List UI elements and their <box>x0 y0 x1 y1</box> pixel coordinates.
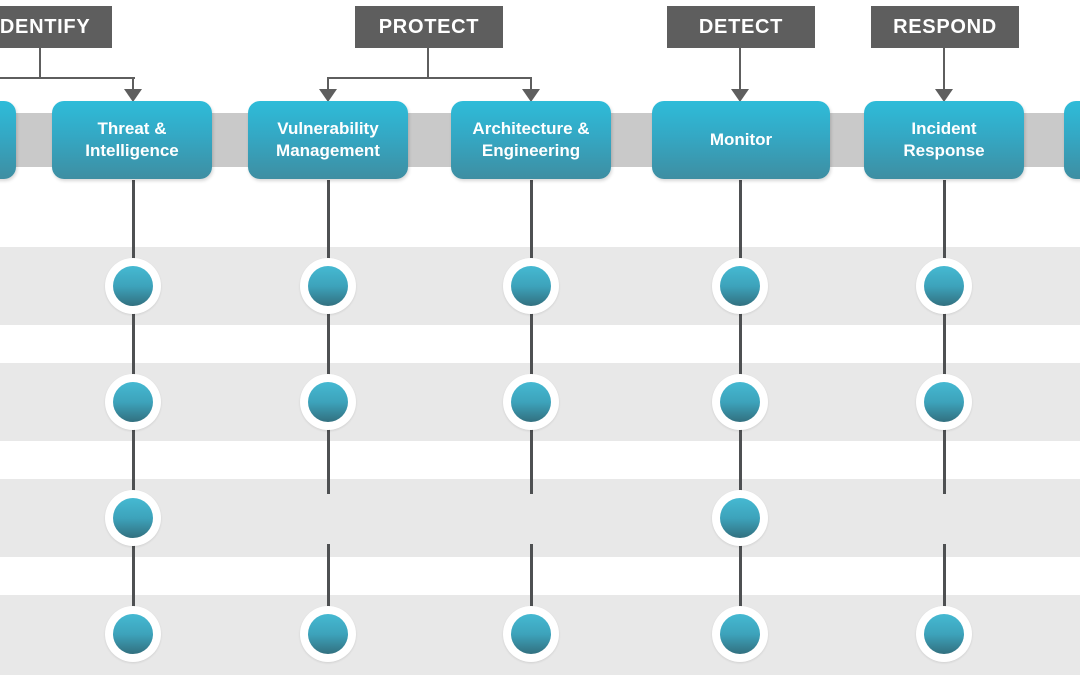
column-rail-segment <box>530 312 533 378</box>
column-rail-segment <box>739 428 742 494</box>
milestone-dot[interactable] <box>712 258 768 314</box>
function-box-label: Architecture & Engineering <box>472 118 589 162</box>
connector-protect-drop-arch <box>530 77 532 89</box>
arrow-threat-intel-icon <box>124 89 142 102</box>
function-box-label-line: Management <box>276 141 380 160</box>
milestone-dot[interactable] <box>503 258 559 314</box>
milestone-dot[interactable] <box>105 606 161 662</box>
function-box-clipped-right[interactable]: … <box>1064 101 1080 179</box>
column-rail-segment <box>327 312 330 378</box>
milestone-dot[interactable] <box>105 490 161 546</box>
function-box-label-line: Monitor <box>709 129 773 149</box>
milestone-dot[interactable] <box>916 606 972 662</box>
function-box-label-line: Response <box>903 141 985 160</box>
function-box-label-line: Engineering <box>481 141 581 160</box>
column-rail-segment <box>943 544 946 610</box>
column-rail-segment <box>327 428 330 494</box>
chain-spacer <box>402 113 457 167</box>
column-rail-segment <box>132 428 135 494</box>
milestone-dot[interactable] <box>916 374 972 430</box>
milestone-dot[interactable] <box>300 258 356 314</box>
column-rail-segment <box>739 312 742 378</box>
connector-protect-bus <box>328 77 531 79</box>
column-rail-segment <box>943 428 946 494</box>
milestone-dot[interactable] <box>105 374 161 430</box>
column-rail-segment <box>132 544 135 610</box>
column-rail-segment <box>739 180 742 260</box>
function-box-label: Threat & Intelligence <box>85 118 179 162</box>
column-rail-segment <box>132 312 135 378</box>
milestone-dot[interactable] <box>712 374 768 430</box>
function-box-label-line: Intelligence <box>85 141 179 160</box>
phase-header-respond[interactable]: RESPOND <box>871 6 1019 48</box>
function-box-threat-intel[interactable]: Threat & Intelligence <box>52 101 212 179</box>
column-rail-segment <box>739 544 742 610</box>
connector-detect-stem <box>739 48 741 89</box>
milestone-dot[interactable] <box>712 606 768 662</box>
milestone-dot[interactable] <box>105 258 161 314</box>
milestone-dot[interactable] <box>916 258 972 314</box>
column-rail-segment <box>530 428 533 494</box>
connector-protect-stem <box>427 48 429 77</box>
milestone-dot[interactable] <box>300 606 356 662</box>
phase-header-protect[interactable]: PROTECT <box>355 6 503 48</box>
function-box-label: Monitor <box>710 129 772 151</box>
connector-protect-drop-vuln <box>327 77 329 89</box>
column-rail-segment <box>132 180 135 260</box>
function-box-label-line: Vulnerability <box>277 118 379 138</box>
function-box-label-line: Threat & <box>97 118 167 138</box>
column-rail-segment <box>943 312 946 378</box>
arrow-monitor-icon <box>731 89 749 102</box>
phase-header-detect[interactable]: DETECT <box>667 6 815 48</box>
phase-header-identify[interactable]: IDENTIFY <box>0 6 112 48</box>
function-box-label-line: Incident <box>911 118 977 138</box>
column-rail-segment <box>327 180 330 260</box>
column-rail-segment <box>943 180 946 260</box>
milestone-dot[interactable] <box>300 374 356 430</box>
function-box-monitor[interactable]: Monitor <box>652 101 830 179</box>
function-box-clipped-left[interactable]: … <box>0 101 16 179</box>
column-rail-segment <box>530 544 533 610</box>
arrow-arch-eng-icon <box>522 89 540 102</box>
chain-spacer <box>1018 113 1073 167</box>
milestone-dot[interactable] <box>712 490 768 546</box>
column-rail-segment <box>530 180 533 260</box>
function-box-arch-eng[interactable]: Architecture & Engineering <box>451 101 611 179</box>
milestone-dot[interactable] <box>503 606 559 662</box>
band-row <box>0 479 1080 557</box>
milestone-dot[interactable] <box>503 374 559 430</box>
connector-respond-stem <box>943 48 945 89</box>
arrow-vuln-mgmt-icon <box>319 89 337 102</box>
arrow-incident-resp-icon <box>935 89 953 102</box>
connector-identify-bus <box>0 77 135 79</box>
column-rail-segment <box>327 544 330 610</box>
connector-identify-stem <box>39 48 41 77</box>
function-box-label-line: Architecture & <box>472 118 590 138</box>
connector-identify-drop-threat <box>132 77 134 89</box>
